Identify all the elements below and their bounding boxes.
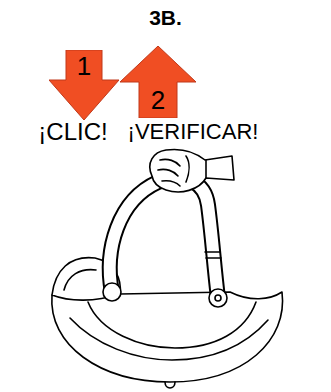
action-label: ¡CLIC!: [12, 118, 134, 146]
callout-number: 1: [49, 50, 119, 82]
up-arrow: 2¡VERIFICAR!: [118, 46, 268, 148]
action-label: ¡VERIFICAR!: [118, 118, 268, 146]
step-title: 3B.: [0, 6, 331, 30]
callout-number: 2: [120, 84, 196, 116]
down-arrow: 1 ¡CLIC!: [12, 50, 134, 148]
